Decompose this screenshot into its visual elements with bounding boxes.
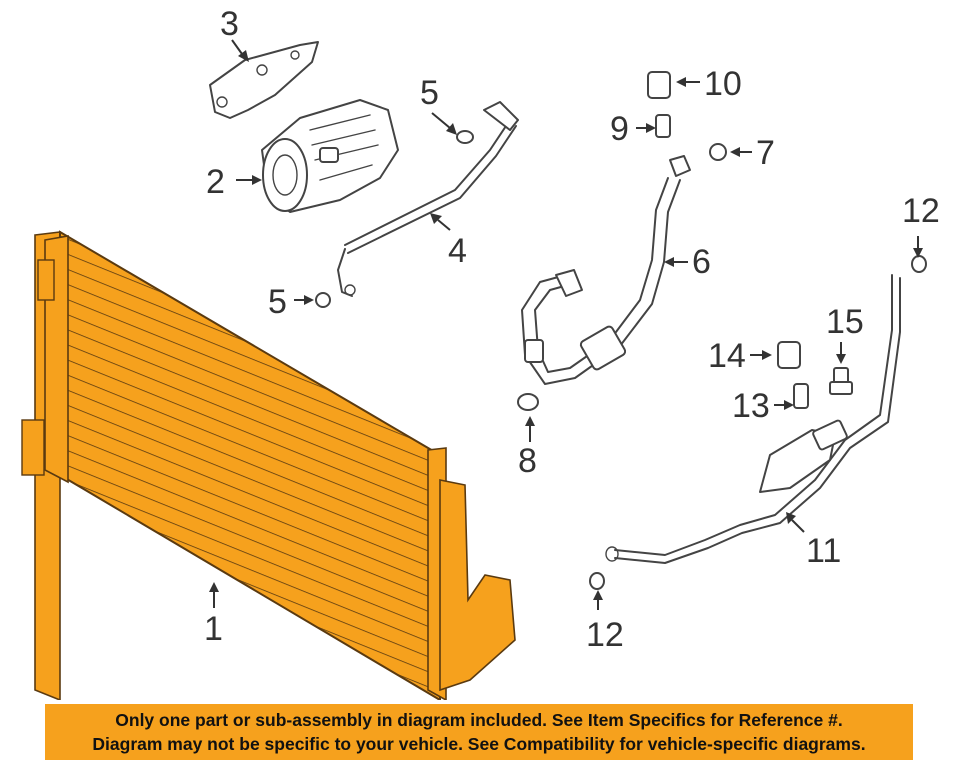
o-ring-8 [517,393,539,411]
callout-7: 7 [756,134,775,172]
service-cap-14 [777,341,801,369]
callout-8: 8 [518,442,537,480]
callout-10: 10 [704,65,742,103]
callout-9: 9 [610,110,629,148]
callout-12-lower: 12 [586,616,624,654]
o-ring-7 [709,143,727,161]
callout-11: 11 [806,532,841,570]
callout-15: 15 [826,303,864,341]
o-ring-5-upper [456,130,474,144]
callout-1: 1 [204,610,223,648]
suction-line-part [521,155,691,385]
leader-arrows [209,39,923,610]
compressor-part [261,99,399,213]
callout-5-lower: 5 [268,283,287,321]
callout-12-upper: 12 [902,192,940,230]
ac-parts-diagram: 1 2 3 4 5 5 6 7 8 9 10 11 12 12 13 14 15 [21,5,940,700]
callout-13: 13 [732,387,770,425]
discharge-hose-part [337,101,519,297]
callout-3: 3 [220,5,239,43]
callout-14: 14 [708,337,746,375]
disclaimer-line-1: Only one part or sub-assembly in diagram… [115,710,843,730]
callout-2: 2 [206,163,225,201]
pressure-sensor-15 [829,367,853,395]
condenser-part [21,230,516,700]
callout-5-upper: 5 [420,74,439,112]
valve-core-9 [655,114,671,138]
disclaimer-banner: Only one part or sub-assembly in diagram… [45,704,913,760]
o-ring-12-lower [589,572,605,590]
callout-6: 6 [692,243,711,281]
liquid-line-part [605,274,901,564]
valve-core-13 [793,383,809,409]
o-ring-5-lower [315,292,331,308]
callout-4: 4 [448,232,467,270]
disclaimer-line-2: Diagram may not be specific to your vehi… [92,734,866,754]
o-ring-12-upper [911,255,927,273]
service-cap-10 [647,71,671,99]
bracket-part [209,41,319,119]
